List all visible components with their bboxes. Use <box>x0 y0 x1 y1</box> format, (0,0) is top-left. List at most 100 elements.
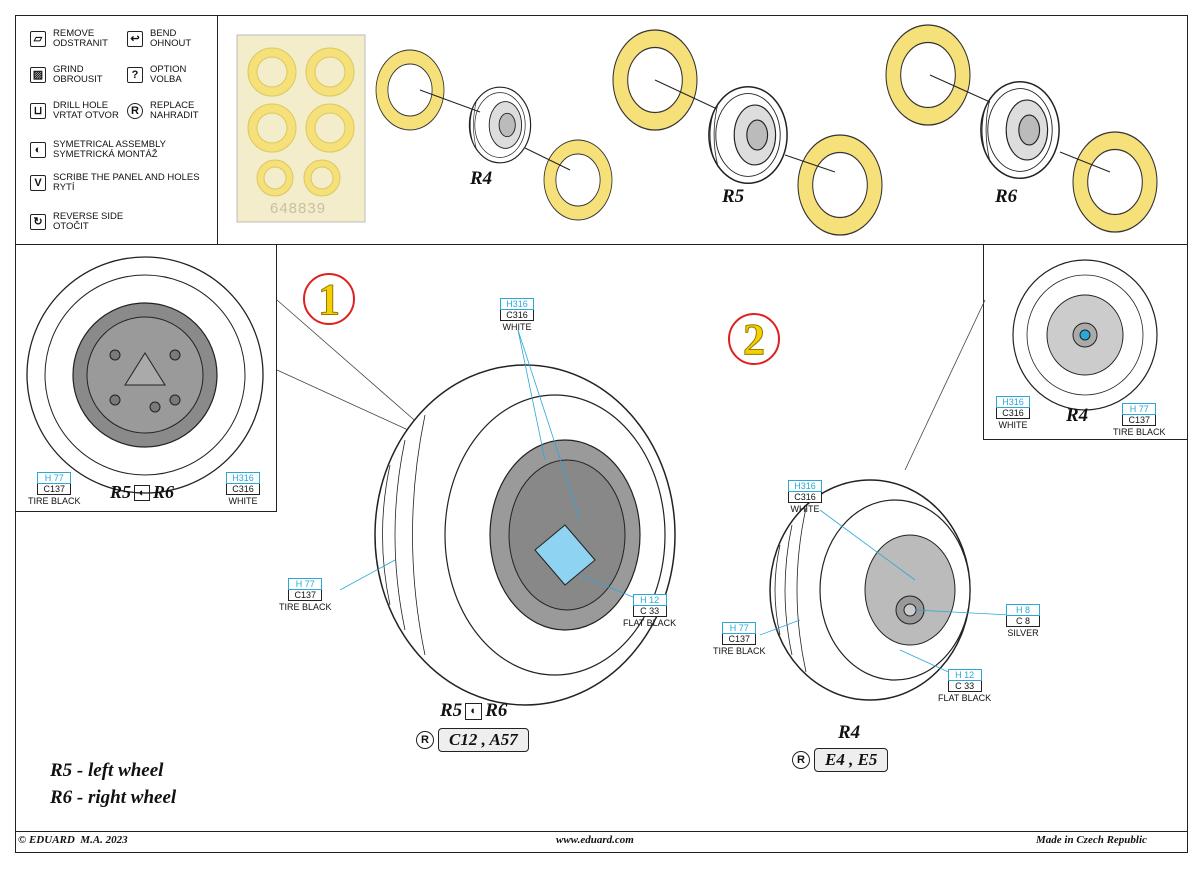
legend-label: REPLACE <box>150 100 195 111</box>
legend-label: NAHRADIT <box>150 110 199 121</box>
wheel-r6-top <box>980 80 1060 180</box>
color-callout: H 77 C137 TIRE BLACK <box>279 578 332 612</box>
mask-ring-r6-front <box>885 24 971 126</box>
color-code-h: H 77 <box>37 472 72 484</box>
replace-icon: R <box>792 751 810 769</box>
color-code-h: H 77 <box>1122 403 1157 415</box>
legend-label: OPTION <box>150 64 187 75</box>
step2-wheel <box>769 479 971 701</box>
color-name: TIRE BLACK <box>28 496 81 506</box>
part-label-r4-top: R4 <box>470 168 493 189</box>
mask-ring-r6-back <box>1072 131 1158 233</box>
color-code-c: C316 <box>500 310 534 321</box>
color-code-c: C316 <box>226 484 260 495</box>
inset-right-label: R4 <box>1066 405 1089 426</box>
color-name: WHITE <box>790 504 820 514</box>
color-code-h: H316 <box>500 298 534 310</box>
color-name: SILVER <box>1007 628 1039 638</box>
legend-label: REVERSE SIDE <box>53 211 124 222</box>
color-code-h: H 12 <box>947 669 982 681</box>
color-code-c: C137 <box>1122 415 1157 426</box>
drill-hole-icon: ⊔ <box>30 103 46 119</box>
color-code-c: C 33 <box>947 681 982 692</box>
color-callout: H316 C316 WHITE <box>788 480 822 514</box>
legend-label: VOLBA <box>150 74 182 85</box>
mask-sheet-rings <box>247 47 355 197</box>
top-parts-panel <box>217 15 1188 245</box>
inset-right-wheel <box>1012 259 1158 411</box>
reverse-side-icon: ↻ <box>30 214 46 230</box>
color-code-c: C137 <box>288 590 323 601</box>
color-callout: H 77 C137 TIRE BLACK <box>28 472 81 506</box>
note-right-wheel: R6 - right wheel <box>50 787 177 808</box>
color-name: TIRE BLACK <box>279 602 332 612</box>
part-label: R5 <box>440 700 463 721</box>
color-code-h: H 8 <box>1006 604 1040 616</box>
inset-left-panel <box>15 244 277 512</box>
inset-left-wheel <box>26 256 264 494</box>
replace-icon: R <box>127 103 143 119</box>
symmetrical-icon: ◐ <box>134 484 151 501</box>
color-callout: H316 C316 WHITE <box>996 396 1030 430</box>
wheel-r5-top <box>708 85 788 185</box>
remove-icon: ▱ <box>30 31 46 47</box>
legend-label: VRTAT OTVOR <box>53 110 119 121</box>
step2-replace: R E4 , E5 <box>792 748 889 772</box>
color-callout: H 12 C 33 FLAT BLACK <box>938 669 991 703</box>
footer-origin: Made in Czech Republic <box>1036 834 1147 846</box>
footer-copyright: © EDUARD M.A. 2023 <box>18 834 128 846</box>
step1-replace: R C12 , A57 <box>416 728 529 752</box>
legend-label: OTOČIT <box>53 221 89 232</box>
part-label: R6 <box>485 700 508 721</box>
color-callout: H 12 C 33 FLAT BLACK <box>623 594 676 628</box>
inset-right-panel <box>983 244 1188 440</box>
bend-icon: ↩ <box>127 31 143 47</box>
color-code-h: H 12 <box>632 594 667 606</box>
legend-label: RYTÍ <box>53 182 75 193</box>
color-code-c: C316 <box>996 408 1030 419</box>
part-label: R6 <box>153 482 175 502</box>
mask-ring-r4-back <box>543 139 613 221</box>
color-code-c: C 8 <box>1006 616 1040 627</box>
legend-label: ODSTRANIT <box>53 38 108 49</box>
step1-label: R5 ◐ R6 <box>440 700 507 722</box>
color-code-c: C316 <box>788 492 822 503</box>
footer-website[interactable]: www.eduard.com <box>556 834 634 846</box>
symmetrical-icon: ◐ <box>465 702 483 720</box>
legend-label: DRILL HOLE <box>53 100 109 111</box>
color-code-h: H316 <box>996 396 1030 408</box>
color-code-h: H 77 <box>288 578 323 590</box>
color-name: WHITE <box>502 322 532 332</box>
step2-label: R4 <box>838 722 861 743</box>
legend-label: SYMETRICKÁ MONTÁŽ <box>53 149 158 160</box>
color-callout: H316 C316 WHITE <box>226 472 260 506</box>
color-callout: H316 C316 WHITE <box>500 298 534 332</box>
color-name: TIRE BLACK <box>1113 427 1166 437</box>
symmetrical-icon: ◐ <box>30 142 46 158</box>
part-label-r5-top: R5 <box>722 186 745 207</box>
legend-label: OBROUSIT <box>53 74 103 85</box>
legend-label: GRIND <box>53 64 84 75</box>
color-code-c: C137 <box>722 634 757 645</box>
part-label: R5 <box>110 482 132 502</box>
mask-ring-r4-front <box>375 49 445 131</box>
color-name: FLAT BLACK <box>938 693 992 703</box>
color-name: WHITE <box>998 420 1028 430</box>
mask-ring-r5-back <box>797 134 883 236</box>
color-callout: H 8 C 8 SILVER <box>1006 604 1040 638</box>
color-name: TIRE BLACK <box>713 646 766 656</box>
part-label-r6-top: R6 <box>995 186 1018 207</box>
color-code-c: C 33 <box>632 606 667 617</box>
color-code-h: H316 <box>788 480 822 492</box>
step-number-2: 2 <box>728 313 780 365</box>
legend-label: SYMETRICAL ASSEMBLY <box>53 139 166 150</box>
option-icon: ? <box>127 67 143 83</box>
legend-label: OHNOUT <box>150 38 192 49</box>
